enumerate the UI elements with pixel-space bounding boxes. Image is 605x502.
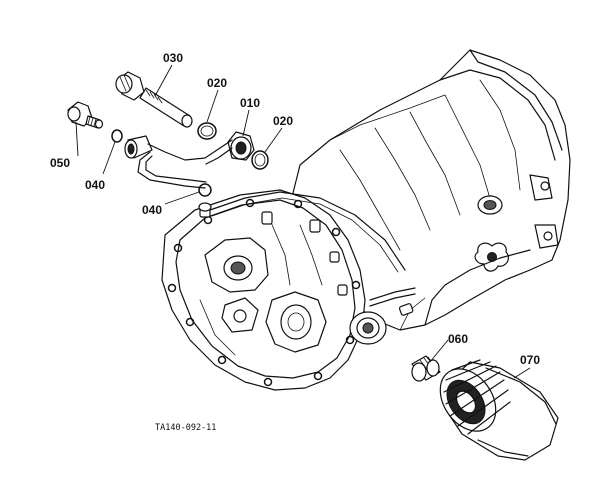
part-050-hollow-bolt [67,101,104,129]
part-020-o-ring-upper [197,122,217,140]
oil-pipe [124,135,233,189]
leader-lines [75,64,531,379]
callout-070: 070 [520,353,540,367]
part-040-washer-left [111,129,123,143]
part-040-washer-lower [198,183,212,197]
transmission-housing [289,49,571,331]
callout-010: 010 [240,96,260,110]
part-070-oil-filter [439,359,559,461]
callout-020-upper: 020 [207,76,227,90]
part-010-banjo-fitting [227,131,255,161]
part-030-hollow-bolt [115,71,193,128]
callout-060: 060 [448,332,468,346]
part-020-o-ring-lower [251,150,269,170]
part-060-nipple [411,355,441,382]
callout-050: 050 [50,156,70,170]
callout-040-left: 040 [85,178,105,192]
front-cover-housing [161,189,406,391]
drawing-code: TA140-092-11 [155,423,216,433]
callout-020-lower: 020 [273,114,293,128]
callout-040-lower: 040 [142,203,162,217]
callout-030: 030 [163,51,183,65]
